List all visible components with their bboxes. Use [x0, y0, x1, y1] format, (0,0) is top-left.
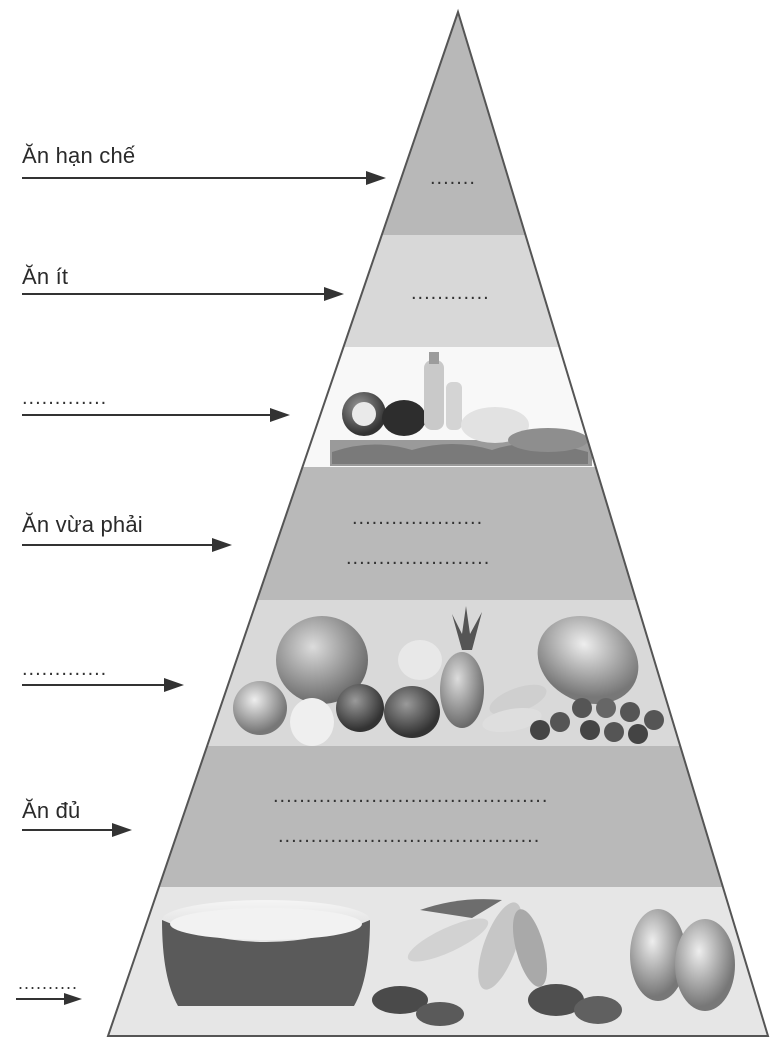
fats-oils-image — [330, 352, 592, 466]
arrow-5 — [22, 678, 184, 692]
arrow-6 — [22, 823, 132, 837]
arrow-7 — [16, 993, 82, 1005]
band-blank-moderate-2: ...................... — [346, 547, 491, 569]
band-limit — [108, 12, 768, 235]
band-blank-little: ............ — [411, 282, 490, 304]
arrow-3 — [22, 408, 290, 422]
band-blank-enough-1: ........................................… — [273, 785, 549, 807]
level-label-enough: Ăn đủ — [22, 798, 81, 823]
level-label-blank-7: .......... — [18, 973, 79, 993]
band-enough — [108, 746, 768, 887]
level-label-little: Ăn ít — [22, 264, 69, 289]
band-blank-moderate-1: .................... — [352, 507, 484, 529]
arrow-2 — [22, 287, 344, 301]
arrows — [16, 171, 386, 1005]
level-label-moderate: Ăn vừa phải — [22, 512, 143, 537]
fruits-vegetables-image — [233, 606, 664, 746]
band-blank-enough-2: ........................................ — [278, 825, 541, 847]
arrow-4 — [22, 538, 232, 552]
arrow-1 — [22, 171, 386, 185]
staples-image — [162, 899, 735, 1026]
level-label-limit: Ăn hạn chế — [22, 143, 136, 168]
level-label-blank-3: ............. — [22, 387, 108, 409]
level-label-blank-5: ............. — [22, 658, 108, 680]
pyramid-outline — [106, 8, 770, 1037]
band-little — [108, 235, 768, 347]
band-blank-limit: ....... — [430, 167, 476, 189]
